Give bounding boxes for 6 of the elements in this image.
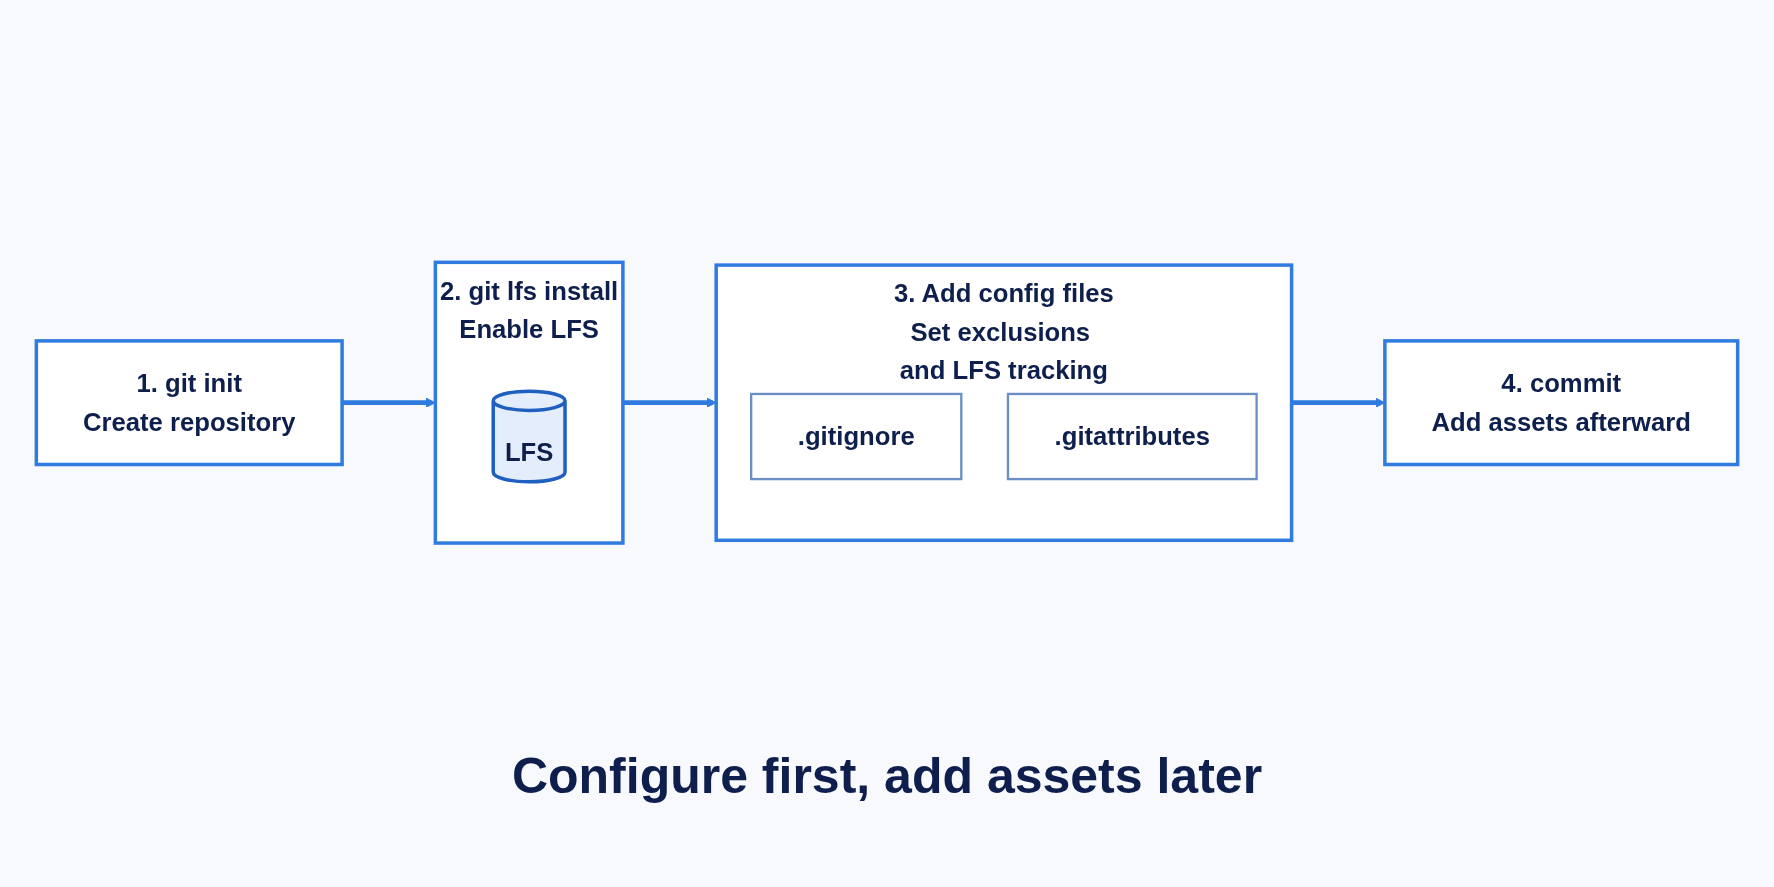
node-box: .gitignore [750,392,963,481]
arrow [342,397,436,408]
node-box: .gitattributes [1006,392,1258,481]
node-box: 1. git init Create repository [34,338,344,467]
caption: Configure first, add assets later [511,746,1263,805]
node-box: 4. commit Add assets afterward [1383,338,1740,467]
